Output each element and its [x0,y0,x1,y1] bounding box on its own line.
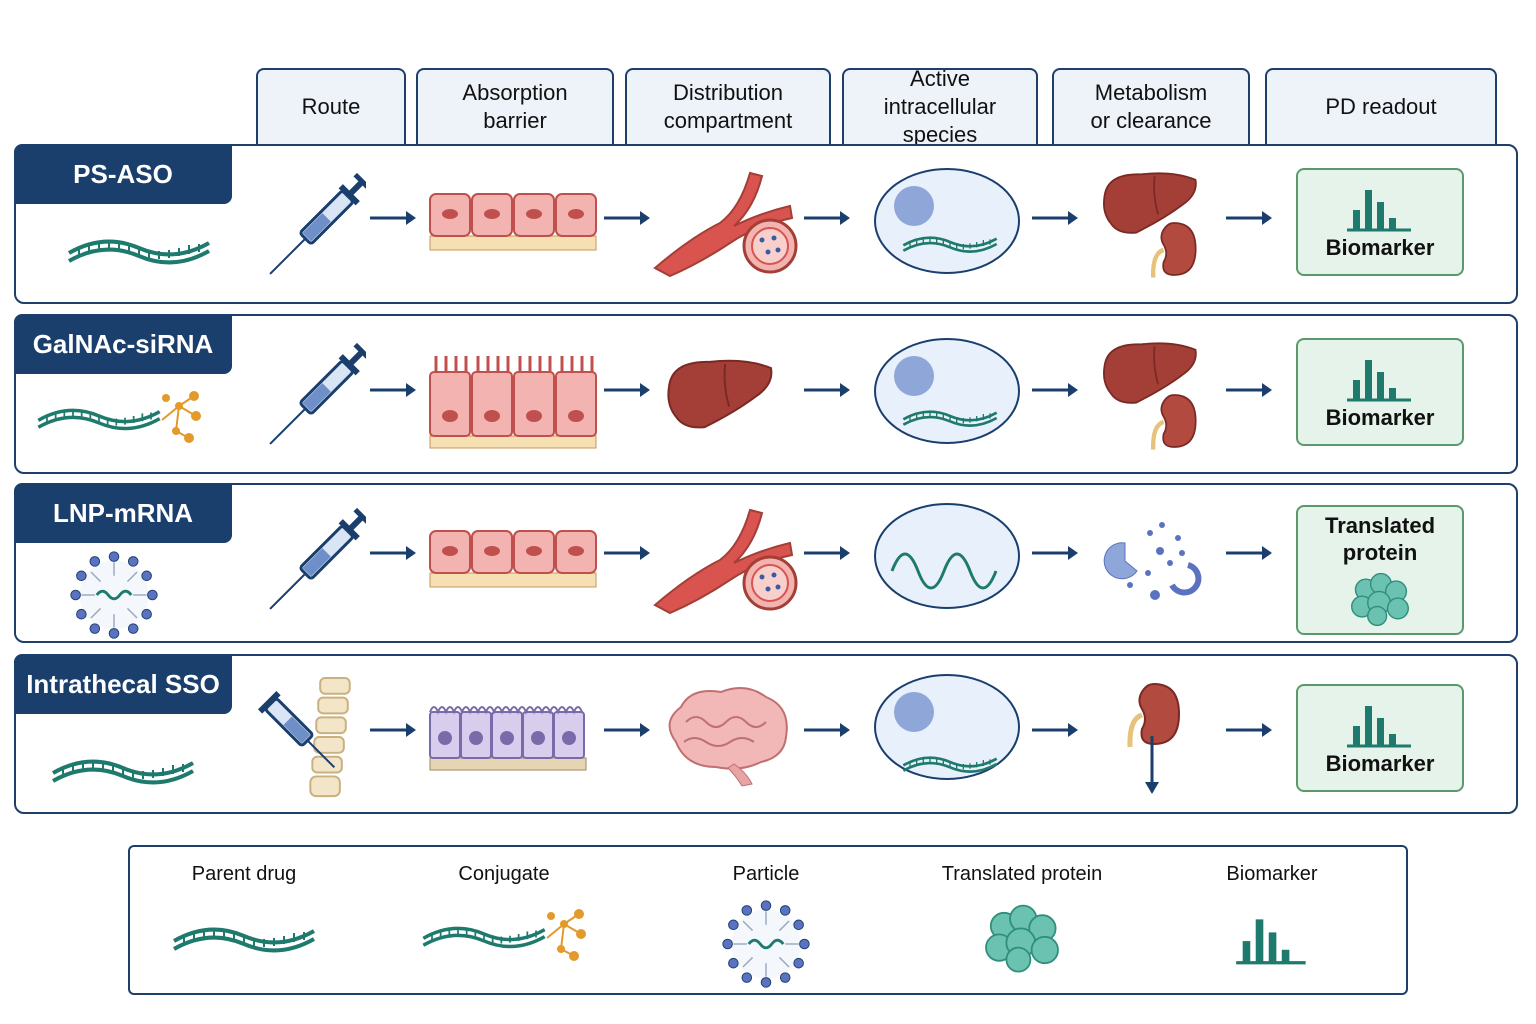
pd-label: Biomarker [1325,750,1435,776]
cell-icon [874,503,1020,609]
column-header-metabolism: Metabolism or clearance [1052,68,1250,144]
arrow-icon [368,208,418,228]
arrow-icon [802,208,852,228]
column-header-absorption: Absorption barrier [416,68,614,144]
neuroepithelium-icon [428,696,588,776]
epithelium-icon [428,523,598,593]
row-intrathecal-sso: Intrathecal SSO Biomarker [14,654,1518,814]
particle-icon [718,896,814,992]
kidney-icon [1148,216,1200,282]
pd-readout-box: Biomarker [1296,338,1464,446]
villi-epithelium-icon [428,350,598,450]
biomarker-icon [1234,912,1310,968]
arrow-icon [1030,543,1080,563]
legend-item-translated-protein: Translated protein [912,863,1132,979]
legend-label: Translated protein [941,863,1103,885]
column-header-distribution: Distribution compartment [625,68,831,144]
biomarker-icon [1345,700,1415,750]
arrow-icon [602,208,652,228]
excretion-arrow-icon [1145,736,1159,794]
row-label: PS-ASO [14,144,232,204]
arrow-icon [1030,208,1080,228]
strand-icon [900,228,1000,256]
strand-icon [900,748,1000,776]
protein-icon [980,902,1064,974]
arrow-icon [602,720,652,740]
strand-icon [64,228,214,268]
pd-label: Translated protein [1324,513,1436,565]
column-header-route: Route [256,68,406,144]
row-ps-aso: PS-ASO Biomarker [14,144,1518,304]
pd-label: Biomarker [1325,234,1435,260]
legend-label: Conjugate [458,863,550,885]
arrow-icon [368,720,418,740]
arrow-icon [368,380,418,400]
arrow-icon [1224,543,1274,563]
syringe-icon [257,690,336,769]
cell-icon [872,166,1022,276]
pd-label: Biomarker [1325,404,1435,430]
arrow-icon [802,380,852,400]
syringe-icon [266,168,366,288]
biomarker-icon [1345,184,1415,234]
legend-item-particle: Particle [656,863,876,997]
arrow-icon [1224,208,1274,228]
strand-icon [900,402,1000,430]
arrow-icon [802,543,852,563]
legend-label: Biomarker [1226,863,1318,885]
strand-icon [48,748,198,788]
vessel-icon [650,168,800,278]
legend: Parent drug Conjugate Particle Translate… [128,845,1408,995]
arrow-icon [1224,380,1274,400]
arrow-icon [1224,720,1274,740]
syringe-icon [266,338,366,458]
conjugate-icon [34,386,204,446]
legend-label: Particle [732,863,800,885]
arrow-icon [602,380,652,400]
pd-readout-box: Biomarker [1296,168,1464,276]
legend-item-conjugate: Conjugate [394,863,614,969]
arrow-icon [802,720,852,740]
vessel-icon [650,505,800,615]
arrow-icon [602,543,652,563]
arrow-icon [368,543,418,563]
arrow-icon [1030,720,1080,740]
column-header-active: Active intracellular species [842,66,1038,147]
syringe-icon [266,503,366,623]
degradation-icon [1100,513,1210,603]
row-lnp-mrna: LNP-mRNA Translated protein [14,483,1518,643]
arrow-icon [1030,380,1080,400]
legend-item-parent-drug: Parent drug [134,863,354,961]
row-label: LNP-mRNA [14,483,232,543]
legend-item-biomarker: Biomarker [1162,863,1382,973]
pd-readout-box: Biomarker [1296,684,1464,792]
kidney-icon [1148,388,1200,454]
pd-readout-box: Translated protein [1296,505,1464,635]
row-label: GalNAc-siRNA [14,314,232,374]
column-header-pd: PD readout [1265,68,1497,144]
epithelium-icon [428,186,598,256]
biomarker-icon [1345,354,1415,404]
particle-icon [66,547,162,643]
liver-icon [664,354,776,434]
row-galnac-sirna: GalNAc-siRNA Biomarker [14,314,1518,474]
legend-label: Parent drug [191,863,297,885]
brain-icon [656,682,796,792]
strand-icon [169,916,319,956]
protein-icon [1347,570,1413,628]
row-label: Intrathecal SSO [14,654,232,714]
conjugate-icon [419,904,589,964]
